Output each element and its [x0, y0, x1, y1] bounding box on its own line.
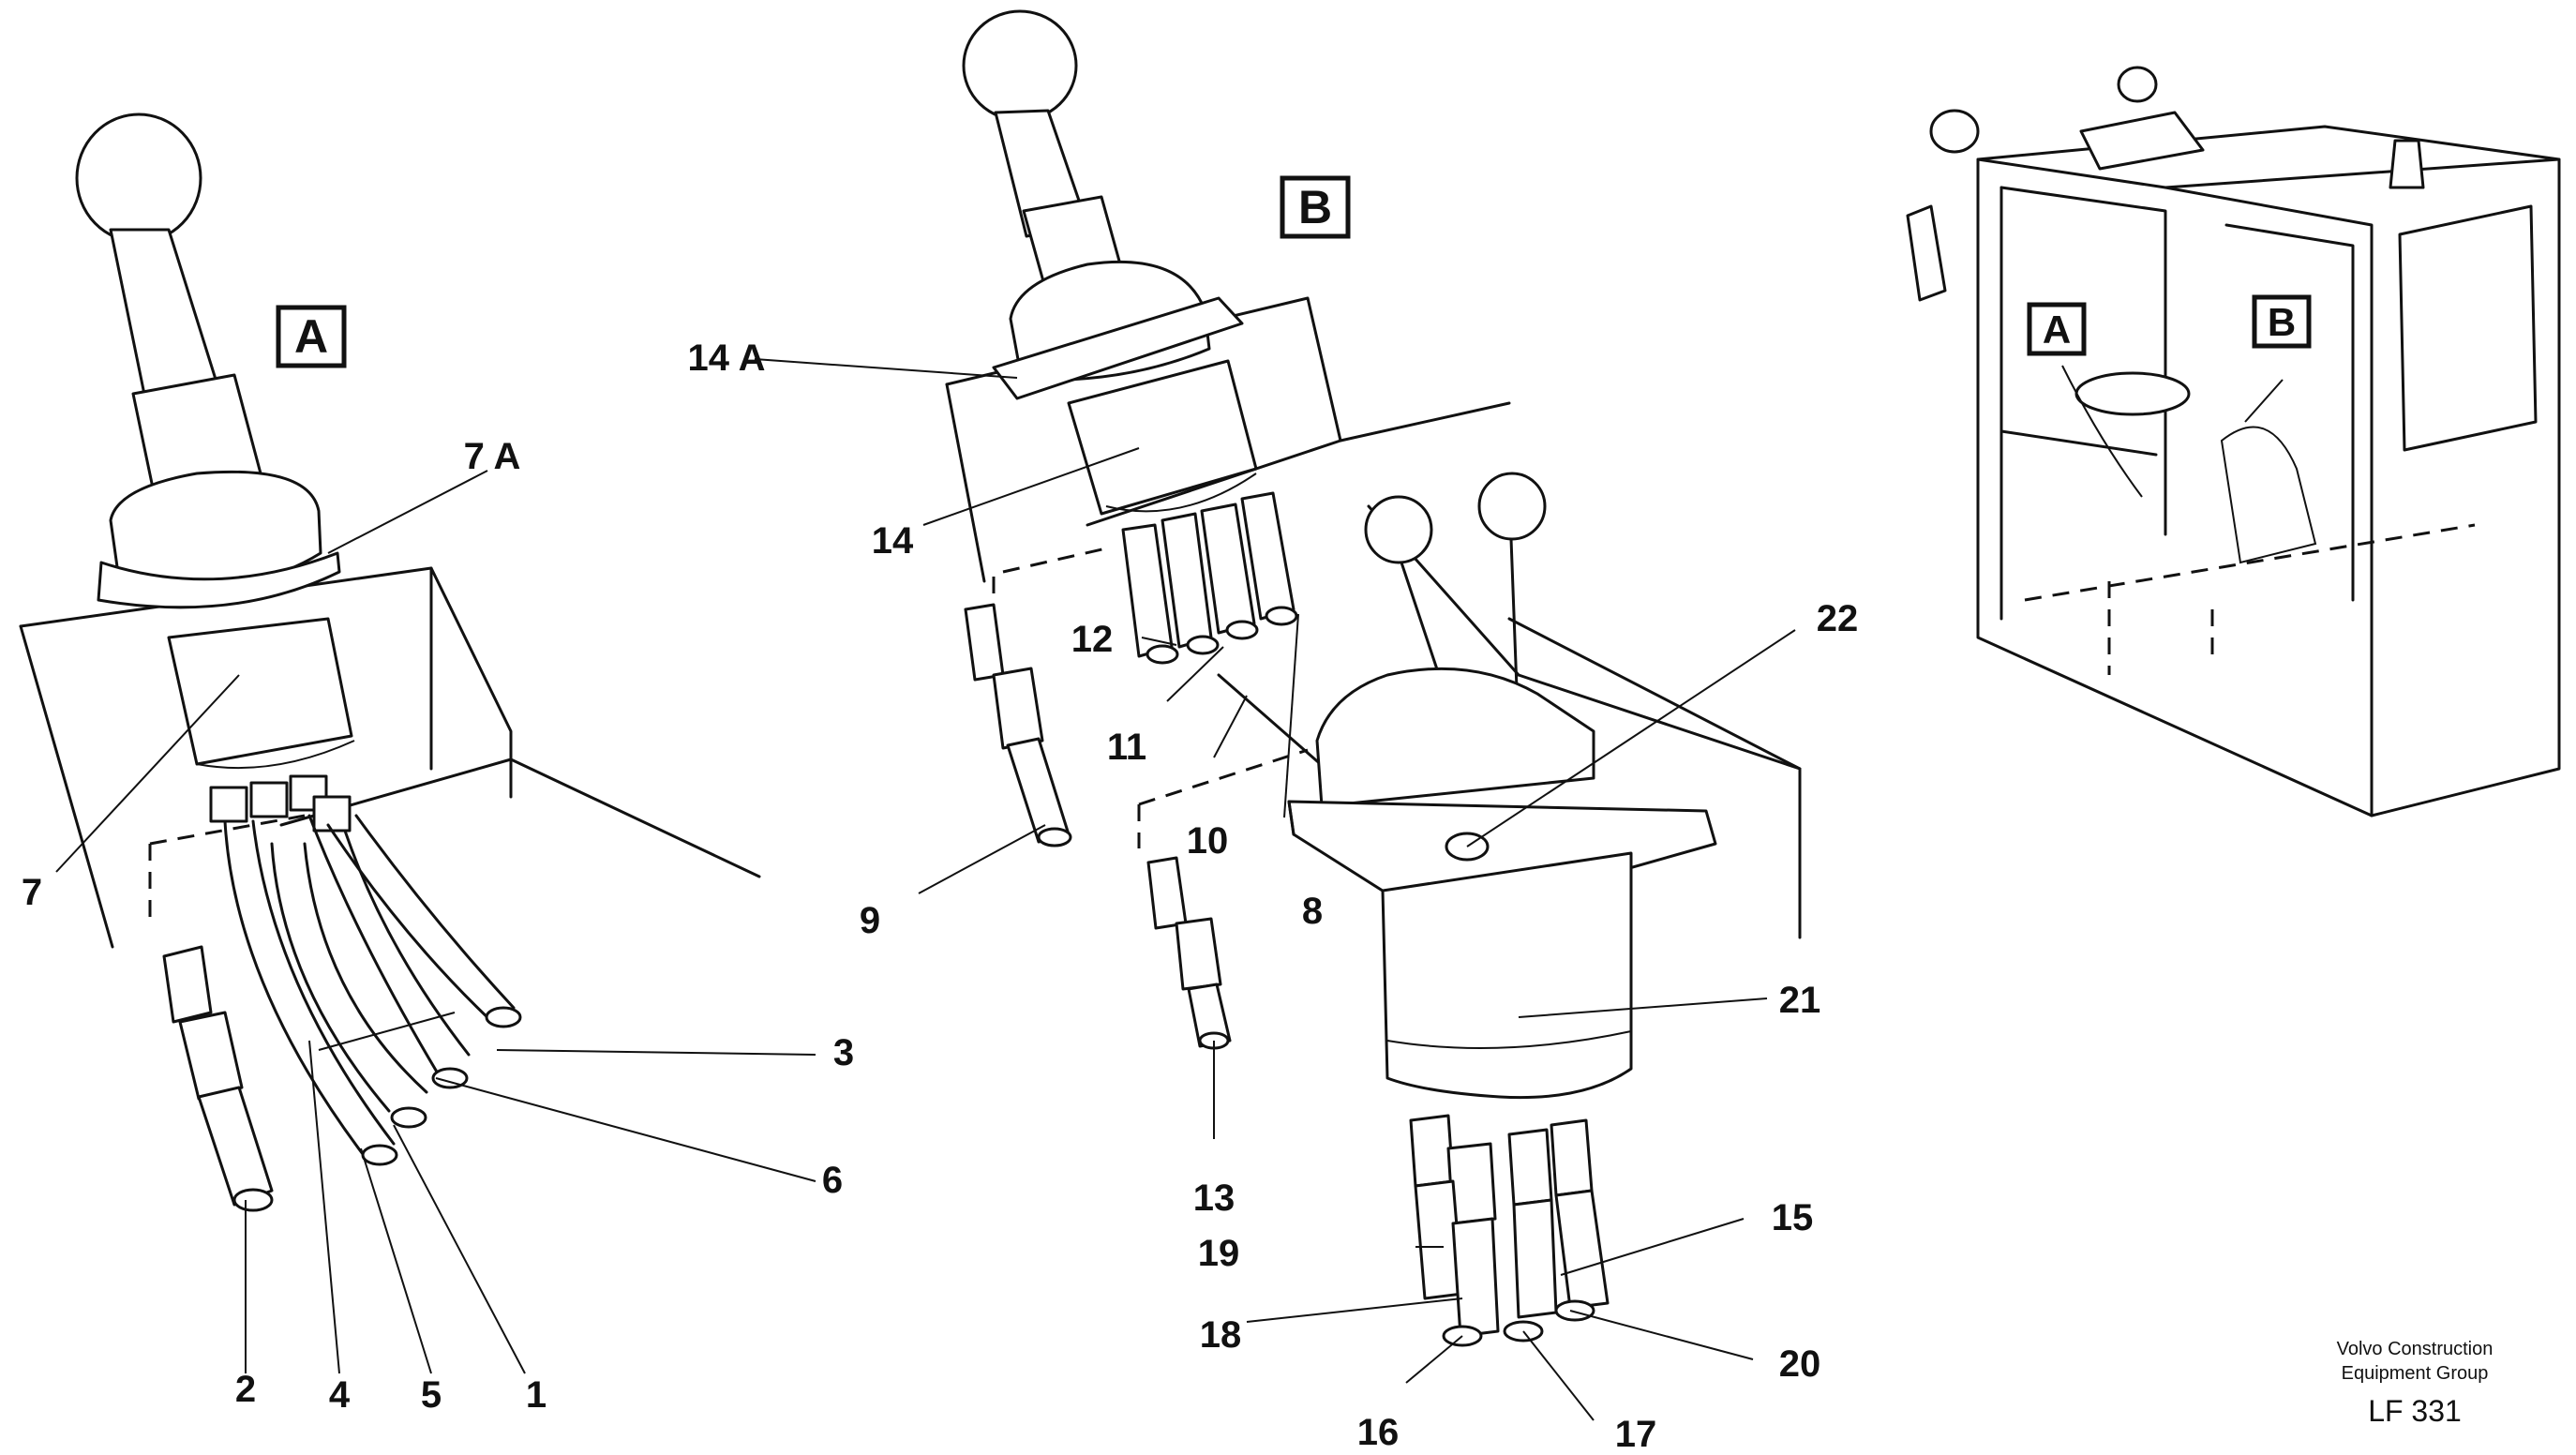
callout-16: 16 — [1357, 1412, 1400, 1450]
callout-14a: 14 A — [687, 338, 765, 379]
view-a-tag-box — [276, 305, 347, 368]
callout-7a: 7 A — [464, 436, 521, 477]
valve-body-7 — [167, 617, 353, 766]
callout-13: 13 — [1193, 1178, 1236, 1219]
cab-tag-a-box — [2027, 302, 2087, 356]
callout-14: 14 — [872, 520, 914, 562]
mounting-plate-14a — [992, 296, 1244, 400]
company-name-line2: Equipment Group — [2342, 1363, 2489, 1384]
callout-10: 10 — [1187, 820, 1229, 862]
cab-tag-a: A — [2043, 308, 2071, 352]
drawing-code: LF 331 — [2368, 1394, 2462, 1428]
callout-22: 22 — [1817, 598, 1859, 639]
valve-body-21 — [1381, 851, 1633, 1100]
callout-3: 3 — [833, 1032, 854, 1073]
view-a-joystick-assembly: A — [19, 112, 816, 1374]
view-b-tag-box — [1280, 175, 1351, 239]
lever-knob-left — [1364, 495, 1433, 564]
callout-17: 17 — [1615, 1414, 1657, 1450]
cab-tag-b: B — [2268, 300, 2296, 344]
callout-21: 21 — [1779, 980, 1821, 1021]
company-name-line1: Volvo Construction — [2337, 1339, 2494, 1359]
view-a-tag: A — [294, 310, 328, 363]
joystick-knob — [75, 112, 202, 244]
cab-location-inset: A B — [1906, 66, 2561, 818]
upper-joystick-knob — [962, 9, 1078, 122]
view-b-tag: B — [1298, 181, 1332, 233]
callout-8: 8 — [1302, 891, 1323, 932]
callout-labels: 1 2 3 4 5 6 7 7 A 8 9 10 11 12 13 14 14 … — [22, 338, 1859, 1455]
cab-tag-b-box — [2252, 294, 2312, 349]
callout-15: 15 — [1772, 1197, 1814, 1238]
callout-9: 9 — [860, 900, 880, 941]
callout-11: 11 — [1107, 727, 1146, 768]
callout-18: 18 — [1200, 1314, 1242, 1356]
callout-20: 20 — [1779, 1343, 1821, 1385]
callout-7: 7 — [22, 872, 42, 913]
callout-1: 1 — [526, 1374, 547, 1416]
title-block: Volvo Construction Equipment Group LF 33… — [2337, 1339, 2494, 1428]
callout-12: 12 — [1071, 619, 1114, 660]
callout-2: 2 — [235, 1369, 256, 1410]
view-b-control-assembly: B — [754, 9, 1802, 1421]
callout-6: 6 — [822, 1160, 843, 1201]
callout-5: 5 — [421, 1374, 442, 1416]
callout-19: 19 — [1198, 1233, 1240, 1274]
callout-4: 4 — [329, 1374, 351, 1416]
lever-knob-right — [1477, 472, 1547, 541]
